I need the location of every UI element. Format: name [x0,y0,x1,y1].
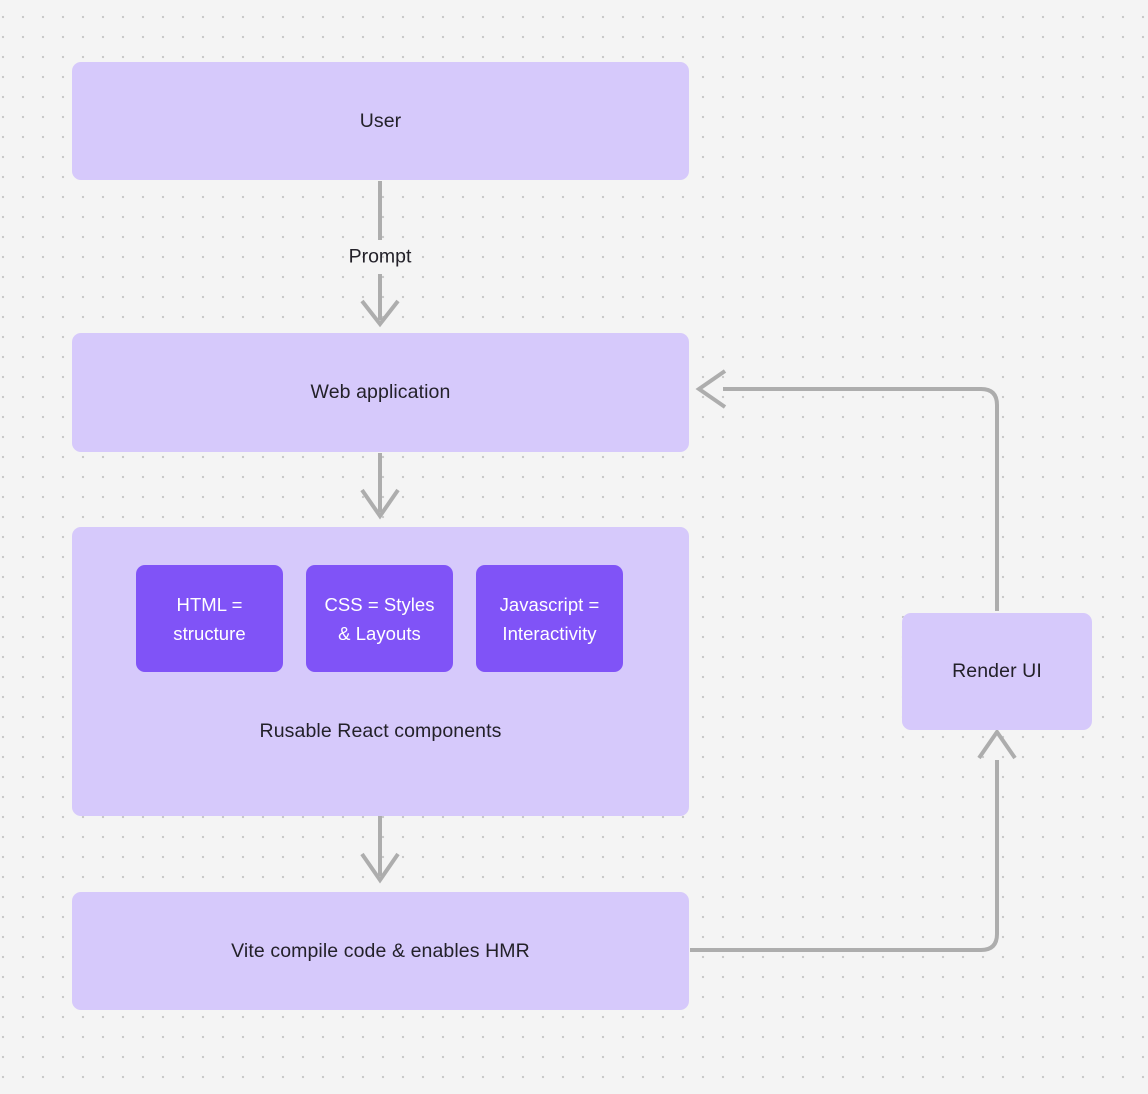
edge-vite-to-render [690,760,999,952]
node-user-label: User [359,109,402,132]
node-html-label: HTML = structure [173,590,245,648]
edge-render-to-web [723,387,999,611]
node-user[interactable]: User [72,62,689,180]
node-web-application-label: Web application [310,381,451,403]
node-javascript-label-line1: Javascript = [499,593,600,615]
node-html-label-line2: structure [173,622,246,644]
node-render-ui-label: Render UI [952,660,1042,682]
node-render-ui[interactable]: Render UI [902,613,1092,730]
node-css-label: CSS = Styles & Layouts [324,590,434,648]
node-vite-label: Vite compile code & enables HMR [231,939,530,962]
node-html[interactable]: HTML = structure [136,565,283,672]
node-components-group-label: Rusable React components [259,720,502,742]
node-css-label-line1: CSS = Styles [324,593,435,615]
node-html-label-line1: HTML = [176,593,243,615]
node-css[interactable]: CSS = Styles & Layouts [306,565,453,672]
edge-user-to-web-arrowhead [360,299,400,328]
node-javascript-label-line2: Interactivity [502,622,597,644]
node-css-label-line2: & Layouts [338,622,421,644]
node-web-application[interactable]: Web application [72,333,689,452]
node-vite[interactable]: Vite compile code & enables HMR [72,892,689,1010]
edge-components-to-vite-arrowhead [360,852,400,884]
edge-render-to-web-arrowhead [695,369,727,409]
node-javascript[interactable]: Javascript = Interactivity [476,565,623,672]
edge-vite-to-render-arrowhead [977,728,1017,760]
edge-web-to-components-arrowhead [360,488,400,520]
edge-label-prompt: Prompt [348,245,412,268]
node-components-group[interactable]: HTML = structure CSS = Styles & Layouts … [72,527,689,816]
node-javascript-label: Javascript = Interactivity [500,590,600,648]
